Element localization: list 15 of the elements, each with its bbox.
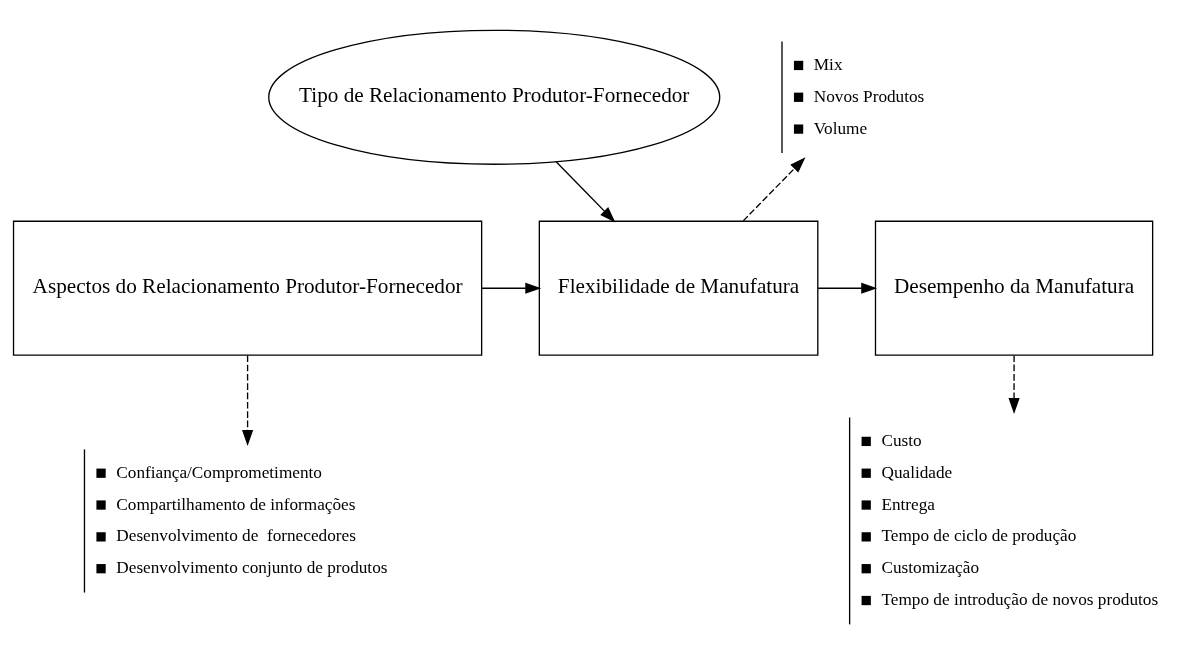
node-text: Confiança/Comprometimento Compartilhamento de informações Desenvolvimento de fornecedores Desenvolvimento conjunto de produtos xyxy=(116,462,388,577)
arrow xyxy=(555,160,616,222)
arrow xyxy=(742,156,806,221)
arrow xyxy=(481,282,542,294)
arrow xyxy=(242,354,254,446)
arrow xyxy=(1008,354,1020,414)
node-label: Mix xyxy=(813,54,843,74)
node-ellipse: Tipo de Relacionamento Produtor-Fornecedor xyxy=(268,29,721,165)
node-label: Novos Produtos xyxy=(813,86,925,106)
node-box: Aspectos do Relacionamento Produtor-Fornecedor xyxy=(12,220,483,356)
arrow xyxy=(817,282,878,294)
node-box: Flexibilidade de Manufatura xyxy=(538,220,819,356)
node-box: Desempenho da Manufatura xyxy=(874,220,1154,356)
node-label: Volume xyxy=(813,118,868,138)
node-text: Custo Qualidade Entrega Tempo de ciclo de produção Customização Tempo de introdução de novos produtos xyxy=(881,430,1159,609)
